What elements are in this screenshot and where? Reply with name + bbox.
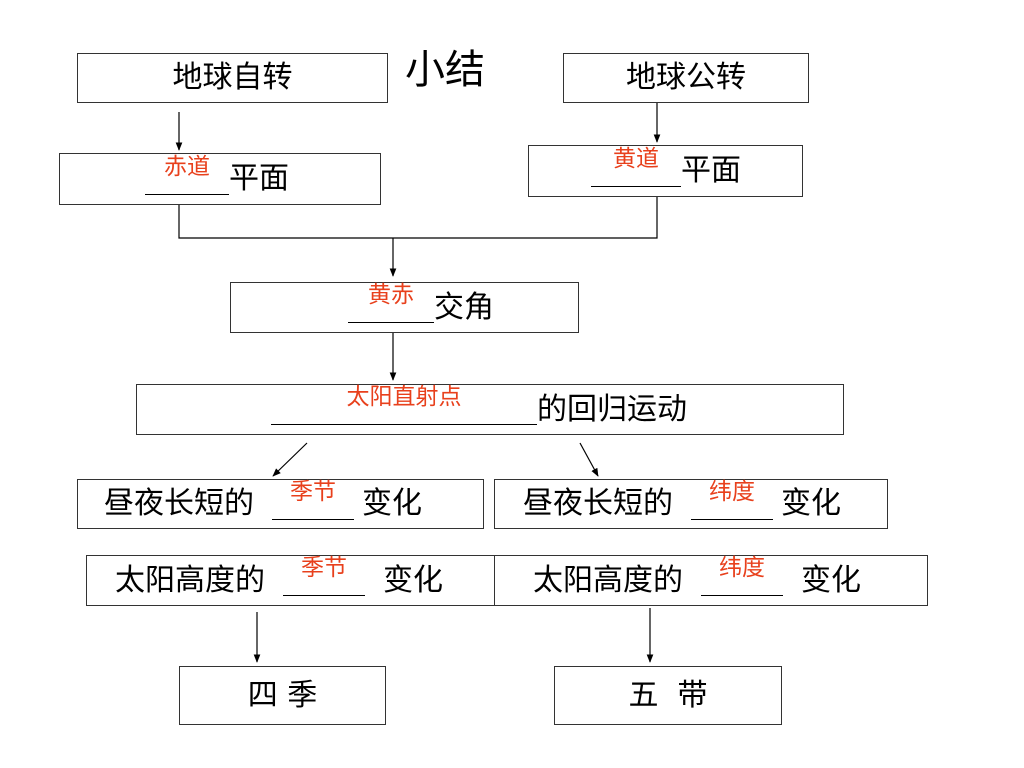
five-zones-box: 五 带: [554, 666, 782, 725]
ecliptic-plane-box: 黄道 平面: [528, 145, 803, 197]
arrow-migration-to-right: [579, 442, 599, 477]
summary-title: 小结: [405, 47, 485, 93]
sun-height-latitude-prefix: 太阳高度的: [533, 562, 683, 598]
ecliptic-plane-suffix: 平面: [681, 153, 741, 188]
four-seasons-box: 四 季: [179, 666, 386, 725]
earth-rotation-label: 地球自转: [172, 60, 293, 95]
obliquity-suffix: 交角: [434, 289, 494, 325]
sun-height-latitude-blank: 纬度: [701, 557, 783, 596]
daylength-latitude-answer: 纬度: [709, 478, 755, 505]
sun-height-latitude-answer: 纬度: [719, 555, 765, 581]
obliquity-blank: 黄赤: [348, 284, 434, 323]
equator-answer: 赤道: [164, 153, 210, 180]
solar-point-blank: 太阳直射点: [271, 386, 537, 425]
five-zones-label: 五 带: [628, 677, 708, 713]
solar-point-migration-box: 太阳直射点 的回归运动: [136, 384, 844, 435]
equator-blank: 赤道: [145, 155, 229, 195]
daylength-latitude-box: 昼夜长短的 纬度 变化: [494, 479, 888, 529]
obliquity-box: 黄赤 交角: [230, 282, 579, 333]
daylength-seasonal-prefix: 昼夜长短的: [104, 486, 254, 521]
sun-height-latitude-suffix: 变化: [801, 562, 861, 598]
daylength-latitude-blank: 纬度: [691, 480, 773, 520]
daylength-latitude-prefix: 昼夜长短的: [523, 486, 673, 521]
four-seasons-label: 四 季: [247, 677, 318, 713]
sun-height-seasonal-answer: 季节: [301, 555, 347, 581]
sun-height-seasonal-box: 太阳高度的 季节 变化: [86, 555, 499, 606]
earth-revolution-box: 地球公转: [563, 53, 809, 103]
solar-point-answer: 太阳直射点: [346, 384, 462, 410]
daylength-latitude-suffix: 变化: [781, 486, 841, 521]
earth-revolution-label: 地球公转: [626, 60, 746, 95]
daylength-seasonal-answer: 季节: [290, 478, 336, 505]
migration-suffix: 的回归运动: [537, 391, 687, 427]
arrow-migration-to-left: [272, 442, 308, 477]
daylength-seasonal-suffix: 变化: [362, 486, 422, 521]
sun-height-seasonal-prefix: 太阳高度的: [115, 562, 265, 598]
earth-rotation-box: 地球自转: [77, 53, 388, 103]
equator-plane-box: 赤道 平面: [59, 153, 381, 205]
obliquity-answer: 黄赤: [368, 282, 414, 308]
sun-height-seasonal-blank: 季节: [283, 557, 365, 596]
join-bracket: [178, 196, 658, 239]
sun-height-seasonal-suffix: 变化: [383, 562, 443, 598]
ecliptic-answer: 黄道: [613, 145, 659, 172]
ecliptic-blank: 黄道: [591, 147, 681, 187]
equator-plane-suffix: 平面: [229, 161, 289, 196]
sun-height-latitude-box: 太阳高度的 纬度 变化: [494, 555, 928, 606]
daylength-seasonal-blank: 季节: [272, 480, 354, 520]
daylength-seasonal-box: 昼夜长短的 季节 变化: [77, 479, 484, 529]
